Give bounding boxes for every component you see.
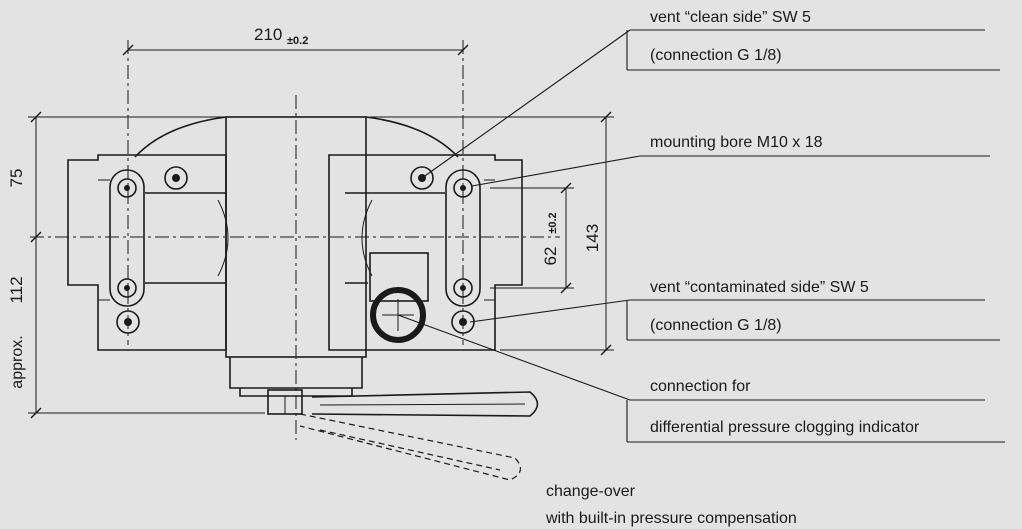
changeover-lever <box>267 389 539 481</box>
changeover-label-line2: with built-in pressure compensation <box>545 510 797 527</box>
callout-vent-clean: vent “clean side” SW 5 (connection G 1/8… <box>421 9 1000 179</box>
height-lower-value: 112 <box>7 276 26 303</box>
dimension-width: 210 ±0.2 <box>122 25 469 56</box>
callout-vent-contaminated: vent “contaminated side” SW 5 (connectio… <box>469 279 1000 341</box>
center-lines <box>30 40 560 440</box>
callout-changeover: change-over with built-in pressure compe… <box>545 483 797 527</box>
height-lower-prefix: approx. <box>9 335 26 388</box>
vent-clean-label: vent “clean side” SW 5 <box>650 9 811 26</box>
height-total-value: 143 <box>583 224 602 252</box>
bore-spacing-tolerance: ±0.2 <box>547 212 559 233</box>
width-value: 210 <box>254 25 282 44</box>
vent-contaminated-label: vent “contaminated side” SW 5 <box>650 279 869 296</box>
bore-spacing-value: 62 <box>541 247 560 266</box>
vent-contaminated-connection: (connection G 1/8) <box>650 317 782 334</box>
indicator-label-line2: differential pressure clogging indicator <box>650 419 920 436</box>
mounting-slot-right <box>445 169 481 307</box>
vent-clean-connection: (connection G 1/8) <box>650 47 782 64</box>
dimension-height-right <box>370 111 614 356</box>
changeover-label-line1: change-over <box>546 483 636 500</box>
mounting-slot-left <box>109 169 145 307</box>
height-upper-value: 75 <box>7 169 26 188</box>
filter-housing <box>67 116 523 397</box>
indicator-label-line1: connection for <box>650 378 751 395</box>
callout-clogging-indicator: connection for differential pressure clo… <box>397 314 1005 443</box>
dimension-height-left <box>28 111 265 419</box>
callout-mounting-bore: mounting bore M10 x 18 <box>471 134 990 187</box>
width-tolerance: ±0.2 <box>287 35 308 47</box>
mounting-bore-label: mounting bore M10 x 18 <box>650 134 823 151</box>
